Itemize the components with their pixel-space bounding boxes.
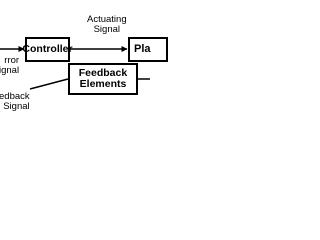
feedback-elements-block: Feedback Elements (68, 63, 138, 95)
error-signal-label: rror ignal (0, 56, 19, 76)
signal-wires (0, 46, 150, 90)
actuating-signal-label: Actuating Signal (87, 15, 127, 35)
controller-label: Controller (22, 43, 73, 55)
actuating-label-line1: Actuating (87, 14, 127, 25)
feedback-label-line2: Signal (3, 101, 30, 112)
error-label-line1: rror (4, 55, 20, 66)
error-label-line2: ignal (0, 65, 20, 76)
plant-label: Pla (134, 43, 151, 55)
plant-block: Pla (128, 37, 168, 62)
feedback-block-line1: Feedback (78, 67, 128, 79)
actuating-label-line2: Signal (93, 24, 121, 35)
feedback-signal-label: edback Signal (0, 92, 30, 112)
feedback-block-line2: Elements (79, 78, 127, 90)
controller-block: Controller (22, 37, 73, 62)
feedback-signal-line (29, 78, 69, 90)
feedback-label-line1: edback (0, 91, 30, 102)
block-diagram: Controller Pla Feedback Elements Actuati… (0, 0, 168, 150)
